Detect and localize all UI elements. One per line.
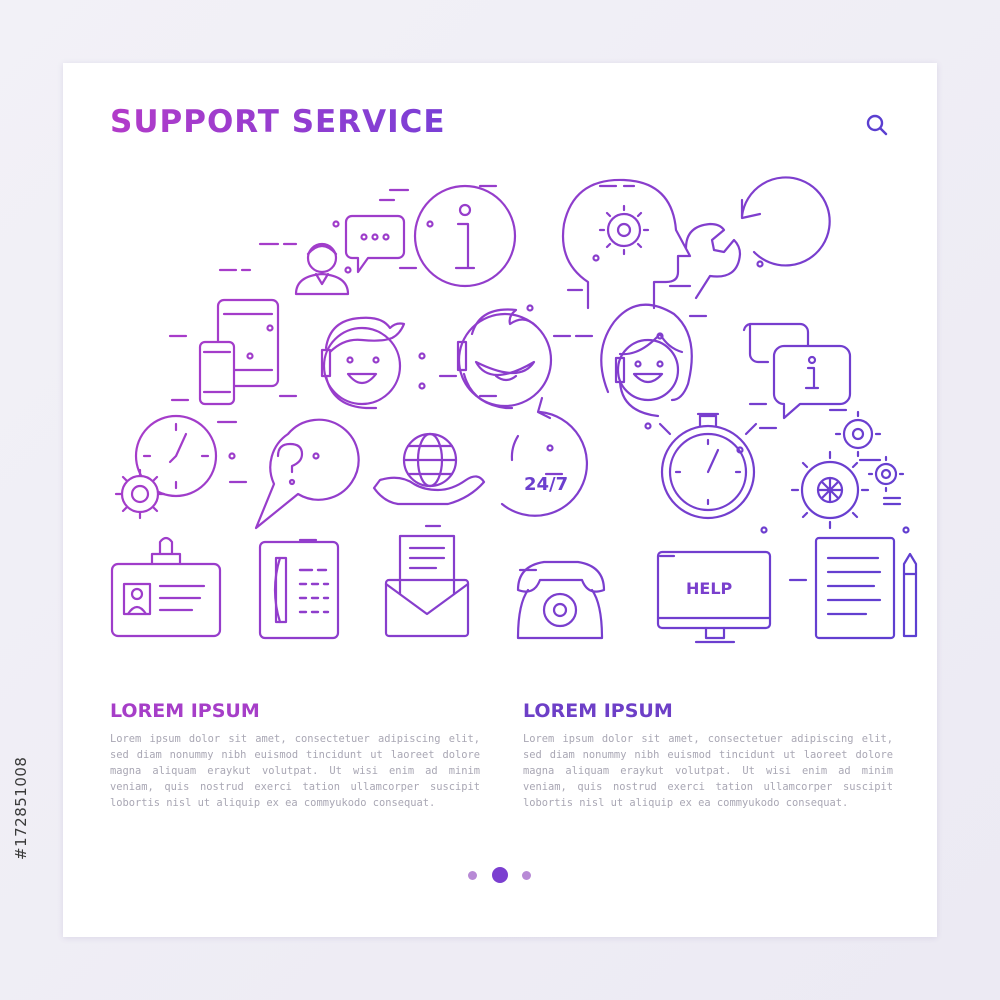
info-chat-icon <box>742 322 852 420</box>
pagination-dot-3[interactable] <box>522 871 531 880</box>
head-gear-icon <box>562 178 692 310</box>
user-icon <box>294 242 350 296</box>
menu-icon[interactable] <box>821 114 852 134</box>
operator-smile-icon <box>456 308 553 410</box>
gears-icon <box>790 410 905 530</box>
section-body: Lorem ipsum dolor sit amet, consectetuer… <box>110 732 480 809</box>
section-right: LOREM IPSUM Lorem ipsum dolor sit amet, … <box>523 700 893 811</box>
rotary-phone-icon <box>516 560 606 640</box>
search-icon[interactable] <box>866 114 888 136</box>
decor-lines <box>168 184 910 582</box>
clock-24-7-icon <box>500 396 589 517</box>
operator-male-icon <box>320 316 406 410</box>
monitor-help-label: HELP <box>686 579 733 598</box>
top-nav <box>820 110 892 138</box>
stopwatch-icon <box>658 412 758 520</box>
wrench-refresh-icon <box>684 176 831 300</box>
pagination-dot-1[interactable] <box>468 871 477 880</box>
question-bubble-icon <box>254 418 360 530</box>
content-card <box>63 63 937 937</box>
clock-gear-icon <box>114 414 218 520</box>
chat-bubble-icon <box>344 214 406 274</box>
envelope-letter-icon <box>384 534 470 638</box>
section-body: Lorem ipsum dolor sit amet, consectetuer… <box>523 732 893 809</box>
page-title: SUPPORT SERVICE <box>110 104 446 140</box>
clock-24-7-label: 24/7 <box>524 474 568 495</box>
pagination-dots <box>468 866 532 884</box>
tablet-phone-icon <box>198 298 280 406</box>
id-badge-icon <box>110 536 222 638</box>
operator-female-icon <box>600 303 693 418</box>
support-illustration: 24/7 <box>110 176 918 644</box>
info-icon <box>413 184 517 288</box>
section-left: LOREM IPSUM Lorem ipsum dolor sit amet, … <box>110 700 480 811</box>
document-pen-icon <box>814 536 918 640</box>
monitor-help-icon <box>656 550 772 644</box>
globe-hand-icon <box>372 432 486 506</box>
section-heading: LOREM IPSUM <box>110 700 260 722</box>
desk-phone-icon <box>258 540 340 640</box>
pagination-dot-2-active[interactable] <box>492 867 508 883</box>
section-heading: LOREM IPSUM <box>523 700 673 722</box>
